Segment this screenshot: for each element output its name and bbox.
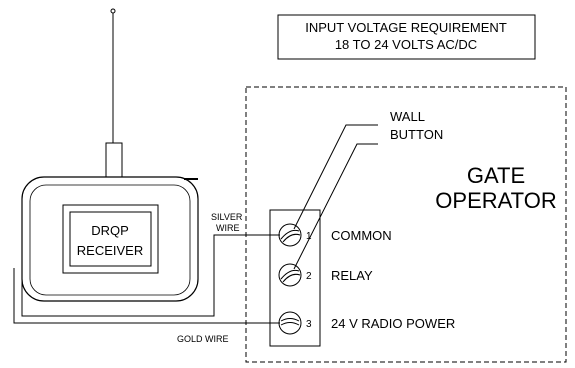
terminal-number-1: 1 <box>306 231 312 242</box>
terminal-screw-2 <box>278 263 302 287</box>
receiver-label-line1: DRQP <box>91 223 129 238</box>
terminal-screw-1 <box>278 223 302 247</box>
gate-operator-enclosure <box>245 86 567 363</box>
terminal-strip <box>269 209 321 347</box>
wall-button-line2: BUTTON <box>390 127 443 142</box>
voltage-requirement-line1: INPUT VOLTAGE REQUIREMENT <box>305 20 507 35</box>
silver-wire-label-line1: SILVER <box>211 212 243 222</box>
wall-button-wires <box>293 124 378 270</box>
terminal-number-3: 3 <box>306 319 312 330</box>
wall-button-line1: WALL <box>390 109 425 124</box>
terminal-label-radio-power: 24 V RADIO POWER <box>331 316 455 331</box>
terminal-number-2: 2 <box>306 271 312 282</box>
terminal-label-relay: RELAY <box>331 268 373 283</box>
antenna <box>105 8 123 178</box>
gate-operator-line2: OPERATOR <box>435 188 556 213</box>
receiver-label-line2: RECEIVER <box>77 243 143 258</box>
gold-wire <box>13 268 280 324</box>
terminal-screw-3 <box>278 311 302 335</box>
receiver-body <box>21 176 199 302</box>
voltage-requirement-box: INPUT VOLTAGE REQUIREMENT 18 TO 24 VOLTS… <box>277 14 536 60</box>
terminal-label-common: COMMON <box>331 228 392 243</box>
voltage-requirement-line2: 18 TO 24 VOLTS AC/DC <box>335 37 477 52</box>
gold-wire-label: GOLD WIRE <box>177 334 229 344</box>
silver-wire-label-line2: WIRE <box>216 223 240 233</box>
gate-operator-line1: GATE <box>467 163 525 188</box>
silver-wire <box>21 234 280 317</box>
